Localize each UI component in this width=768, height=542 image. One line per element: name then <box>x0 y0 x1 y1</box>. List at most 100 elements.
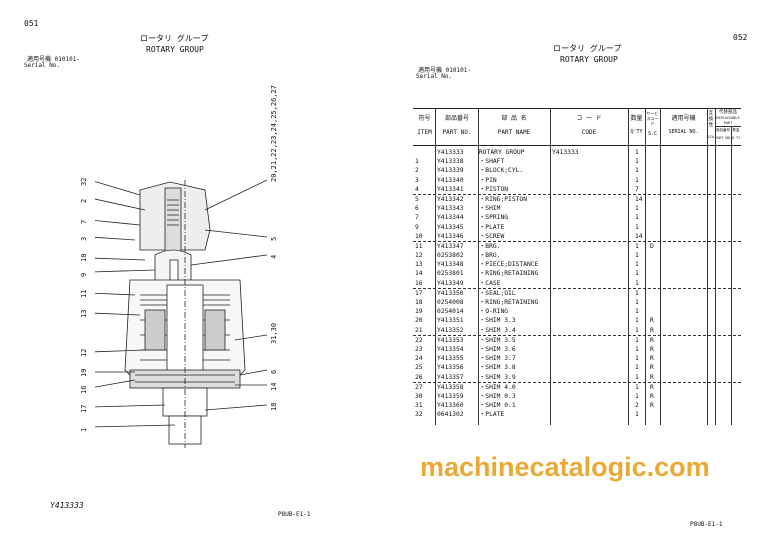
cell-name: ・SHAFT <box>479 158 505 166</box>
cell-item: 18 <box>415 299 423 306</box>
hdr-repl-qty: Q'TY <box>731 136 741 140</box>
cell-part-no: Y413357 <box>437 373 464 381</box>
cell-item: 20 <box>415 317 423 325</box>
cell-name: ・RING;PISTON <box>479 195 527 203</box>
cell-item: 27 <box>415 383 423 391</box>
cell-sc: R <box>650 345 654 353</box>
cell-part-no: Y413356 <box>437 364 464 372</box>
hdr-code: CODE <box>581 129 597 136</box>
left-serial-label-en: Serial No. <box>24 62 61 69</box>
cell-qty: 7 <box>635 185 639 193</box>
callout-1: 1 <box>80 427 88 432</box>
cell-item: 21 <box>415 326 423 334</box>
callout-10: 10 <box>80 253 88 262</box>
cell-item: 31 <box>415 402 423 410</box>
cell-part-no: Y413338 <box>437 158 464 166</box>
cell-item: 9 <box>415 223 419 231</box>
cell-name: ・SHIM 4.0 <box>479 383 516 391</box>
cell-part-no: Y413346 <box>437 232 464 240</box>
cell-sc: R <box>650 373 654 381</box>
cell-qty: 1 <box>635 261 639 269</box>
hdr-sc-jp: サービスコード <box>646 111 659 126</box>
hdr-repl-qty-jp: 数量 <box>732 128 740 132</box>
cell-sc: D <box>650 242 654 250</box>
cell-name: ・SPRING <box>479 214 509 222</box>
cell-item: 30 <box>415 392 423 400</box>
cell-qty: 1 <box>635 158 639 166</box>
callout-32: 32 <box>80 177 88 186</box>
cell-qty: 1 <box>635 289 639 297</box>
cell-name: ・PIN <box>479 176 497 184</box>
cell-sc: R <box>650 336 654 344</box>
cell-qty: 1 <box>635 252 639 260</box>
left-footer: P8UB-E1-1 <box>278 511 311 518</box>
cell-qty: 1 <box>635 336 639 344</box>
cell-name: ・SHIM 3.8 <box>479 364 516 372</box>
callout-5: 5 <box>270 236 278 241</box>
callout-6: 6 <box>270 369 278 374</box>
rotary-group-exploded-diagram <box>95 179 268 448</box>
cell-part-no: Y413333 <box>437 149 464 156</box>
cell-item: 10 <box>415 232 423 240</box>
hdr-repl-part: PART NO. <box>715 136 732 140</box>
cell-qty: 1 <box>635 326 639 334</box>
cell-part-no: Y413355 <box>437 355 464 363</box>
watermark: machinecatalogic.com <box>420 452 710 482</box>
cell-name: ・SHIM 3.5 <box>479 336 516 344</box>
cell-sc: R <box>650 392 654 400</box>
cell-part-no: 0253802 <box>437 252 464 260</box>
cell-item: 16 <box>415 279 423 287</box>
parts-table: 符号 ITEM 部品番号 PART NO. 部 品 名 PART NAME コ … <box>413 108 741 426</box>
assembly-code: Y413333 <box>50 501 84 510</box>
hdr-item-jp: 符号 <box>418 115 431 122</box>
cell-part-no: Y413339 <box>437 167 464 175</box>
cell-part-no: Y413340 <box>437 176 464 184</box>
cell-qty: 1 <box>635 279 639 287</box>
callout-17: 17 <box>80 404 88 413</box>
cell-qty: 1 <box>635 317 639 325</box>
cell-item: 23 <box>415 345 423 353</box>
cell-part-no: 0254014 <box>437 308 464 316</box>
callout-3: 3 <box>80 236 88 241</box>
cell-item: 14 <box>415 270 423 278</box>
cell-name: ・CASE <box>479 279 501 287</box>
cell-name: ・SHIM 0.1 <box>479 402 516 410</box>
callout-18: 18 <box>270 402 278 411</box>
hdr-part-name-jp: 部 品 名 <box>501 115 527 122</box>
cell-code: Y413333 <box>552 149 579 156</box>
right-serial-label-jp: 適用号機 <box>418 67 443 74</box>
cell-name: ・PISTON <box>479 185 509 193</box>
hdr-qty-jp: 数量 <box>630 115 643 122</box>
cell-part-no: Y413347 <box>437 242 464 250</box>
right-serial-value: 010101- <box>445 67 471 74</box>
cell-qty: 14 <box>635 195 643 203</box>
left-title-en: ROTARY GROUP <box>146 45 204 54</box>
cell-part-no: Y413344 <box>437 214 464 222</box>
cell-qty: 1 <box>635 167 639 175</box>
cell-part-no: Y413360 <box>437 402 464 410</box>
cell-part-no: Y413358 <box>437 383 464 391</box>
cell-item: 12 <box>415 252 423 260</box>
cell-name: ・SHIM 0.3 <box>479 392 516 400</box>
cell-item: 32 <box>415 411 423 419</box>
right-footer: P8UB-E1-1 <box>690 521 723 528</box>
cell-part-no: Y413345 <box>437 223 464 231</box>
callout-4: 4 <box>270 254 278 259</box>
callout-7: 7 <box>80 219 88 224</box>
cell-name: ・PLATE <box>479 411 505 419</box>
cell-qty: 1 <box>635 223 639 231</box>
cell-name: ・RING;RETAINING <box>479 299 539 306</box>
cell-item: 13 <box>415 261 423 269</box>
